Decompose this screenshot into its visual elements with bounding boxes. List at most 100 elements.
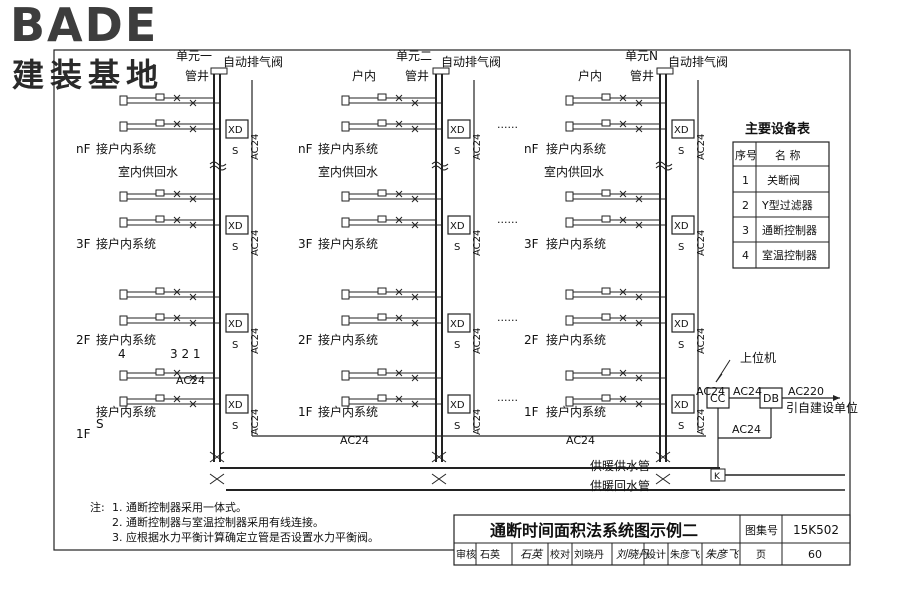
- s-riser-label: S: [232, 146, 238, 157]
- break-mark: [431, 161, 449, 167]
- xd-box: [225, 394, 249, 414]
- ac24-riser-label: AC24: [696, 134, 707, 160]
- design-label: 设计: [646, 548, 666, 561]
- valve-icon: [173, 190, 181, 198]
- design-name: 朱彦飞: [670, 548, 700, 561]
- xd-box: [225, 119, 249, 139]
- note-1: 1. 通断控制器采用一体式。: [112, 500, 247, 514]
- valve-icon: [635, 99, 643, 107]
- thermostat-icon: [341, 396, 350, 407]
- review-signature: 石英: [520, 548, 544, 561]
- drawing-title: 通断时间面积法系统图示例二: [490, 521, 698, 540]
- thermostat-icon: [565, 396, 574, 407]
- balance-valve-k: [710, 468, 726, 482]
- xd-label: XD: [674, 125, 689, 136]
- ac24-riser-label: AC24: [250, 134, 261, 160]
- household-label: 接户内系统: [318, 332, 378, 347]
- controller-icon: [601, 215, 611, 223]
- household-label: 接户内系统: [546, 236, 606, 251]
- unit-1-header: 单元一 自动排气阀 管井: [176, 49, 283, 83]
- ac24-riser-label: AC24: [472, 328, 483, 354]
- valve-icon: [189, 400, 197, 408]
- xd-label: XD: [674, 319, 689, 330]
- controller-icon: [377, 368, 387, 376]
- valve-icon: [619, 120, 627, 128]
- controller-icon: [155, 189, 165, 197]
- thermostat-icon: [341, 289, 350, 300]
- control-section: 上位机 CC DB AC24 AC220 引自建设单位 AC24 AC24: [696, 350, 858, 470]
- check-name: 刘晓丹: [574, 549, 604, 561]
- household-label: 接户内系统: [96, 236, 156, 251]
- unit-1-vent: 自动排气阀: [223, 54, 283, 69]
- household-label: 接户内系统: [546, 141, 606, 156]
- review-label: 审核: [456, 548, 476, 561]
- notes-label: 注:: [90, 500, 105, 514]
- valve-icon: [411, 319, 419, 327]
- page-label: 页: [756, 549, 766, 561]
- xd-label: XD: [450, 400, 465, 411]
- floor-1f-label: 1F: [76, 427, 91, 441]
- valve-icon: [173, 395, 181, 403]
- floor-2f-label-u2: 2F: [298, 333, 313, 347]
- ac24-riser-label: AC24: [696, 409, 707, 435]
- xd-label: XD: [450, 319, 465, 330]
- thermostat-icon: [341, 217, 350, 228]
- valve-icon: [619, 395, 627, 403]
- vent-valve-icon: [656, 67, 674, 75]
- xd-box: [447, 215, 471, 235]
- floor-labels: nF 3F 2F 1F nF 3F 2F 1F nF 3F 2F 1F: [76, 142, 539, 441]
- valve-icon: [411, 293, 419, 301]
- thermostat-icon: [119, 121, 128, 132]
- xd-box: [671, 394, 695, 414]
- title-block: 通断时间面积法系统图示例二 图集号 15K502 审核 石英 石英 校对 刘晓丹…: [453, 514, 851, 566]
- unit-n-name: 单元N: [625, 49, 658, 63]
- valve-icon: [189, 293, 197, 301]
- valve-icon: [395, 369, 403, 377]
- valve-icon: [173, 369, 181, 377]
- controller-icon: [601, 394, 611, 402]
- household-label: 接户内系统: [546, 404, 606, 419]
- table-row-4-no: 4: [742, 249, 749, 262]
- controller-icon: [601, 189, 611, 197]
- unit-2-header: 单元二 自动排气阀 户内 管井: [352, 49, 501, 83]
- ac220-arrow: [833, 395, 840, 401]
- s-riser-label: S: [232, 242, 238, 253]
- valve-icon: [189, 125, 197, 133]
- branch-pipes: [119, 93, 666, 408]
- upper-computer-label: 上位机: [740, 350, 776, 365]
- table-frame: [732, 141, 830, 269]
- xd-box: [671, 119, 695, 139]
- table-row-3-no: 3: [742, 224, 749, 237]
- valve-icon: [411, 221, 419, 229]
- valve-icon: [395, 94, 403, 102]
- unit-2-vent: 自动排气阀: [441, 54, 501, 69]
- check-label: 校对: [550, 548, 570, 561]
- s-label: S: [96, 417, 104, 431]
- thermostat-icon: [119, 315, 128, 326]
- vent-valve-icon: [210, 67, 228, 75]
- valve-icon: [411, 99, 419, 107]
- thermostat-icon: [119, 370, 128, 381]
- s-riser-label: S: [678, 340, 684, 351]
- shutoff-valve-icon: [431, 473, 447, 485]
- indoor-supply-label: 室内供回水: [544, 164, 604, 179]
- equipment-table: 主要设备表 序号 名 称 1 关断阀 2 Y型过滤器 3 通断控制器 4 室温控…: [732, 121, 830, 269]
- floor-3f-label-un: 3F: [524, 237, 539, 251]
- valve-icon: [395, 190, 403, 198]
- xd-label: XD: [450, 125, 465, 136]
- valve-icon: [411, 374, 419, 382]
- valve-icon: [173, 94, 181, 102]
- ac24-riser-label: AC24: [250, 328, 261, 354]
- xd-label: XD: [228, 400, 243, 411]
- xd-label: XD: [228, 221, 243, 232]
- page-no: 60: [808, 548, 822, 561]
- shutoff-valve-icon: [209, 473, 225, 485]
- household-label: 接户内系统: [96, 332, 156, 347]
- floor-nf-label: nF: [76, 142, 91, 156]
- s-riser-label: S: [232, 340, 238, 351]
- controller-icon: [377, 189, 387, 197]
- ac24-riser-label: AC24: [472, 134, 483, 160]
- break-mark: [431, 165, 449, 171]
- from-client-label: 引自建设单位: [786, 400, 858, 415]
- valve-icon: [619, 216, 627, 224]
